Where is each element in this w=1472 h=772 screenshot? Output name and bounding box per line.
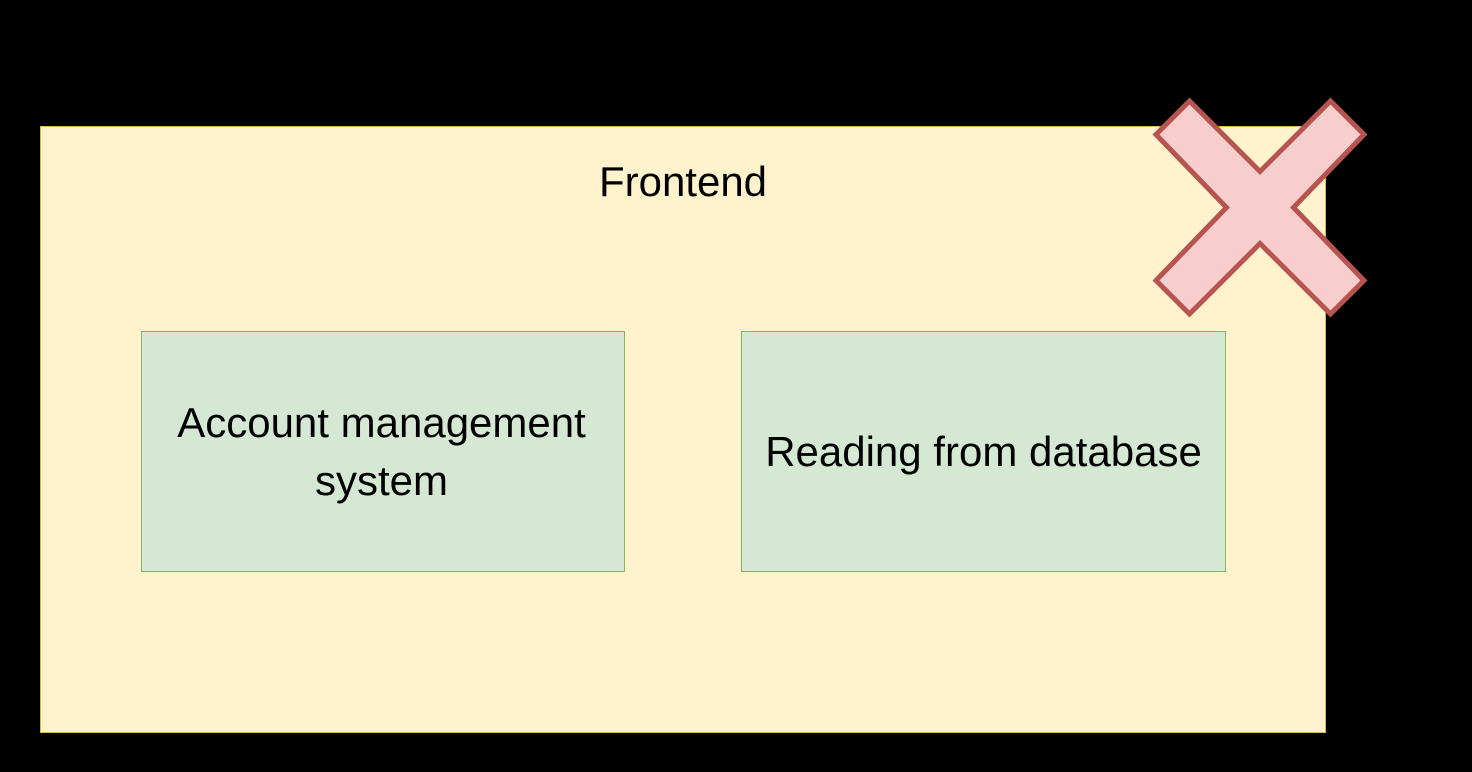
sub-box-label: Account management system	[177, 398, 586, 504]
frontend-container[interactable]: Frontend Account management system Readi…	[40, 126, 1326, 733]
cross-mark-shape	[1152, 97, 1368, 318]
page-title: Frontend	[598, 158, 768, 205]
sub-box-account-management-system[interactable]: Account management system	[141, 331, 625, 572]
sub-box-label: Reading from database	[765, 427, 1202, 475]
sub-box-reading-from-database[interactable]: Reading from database	[741, 331, 1226, 572]
cross-mark-icon[interactable]	[1152, 97, 1368, 318]
